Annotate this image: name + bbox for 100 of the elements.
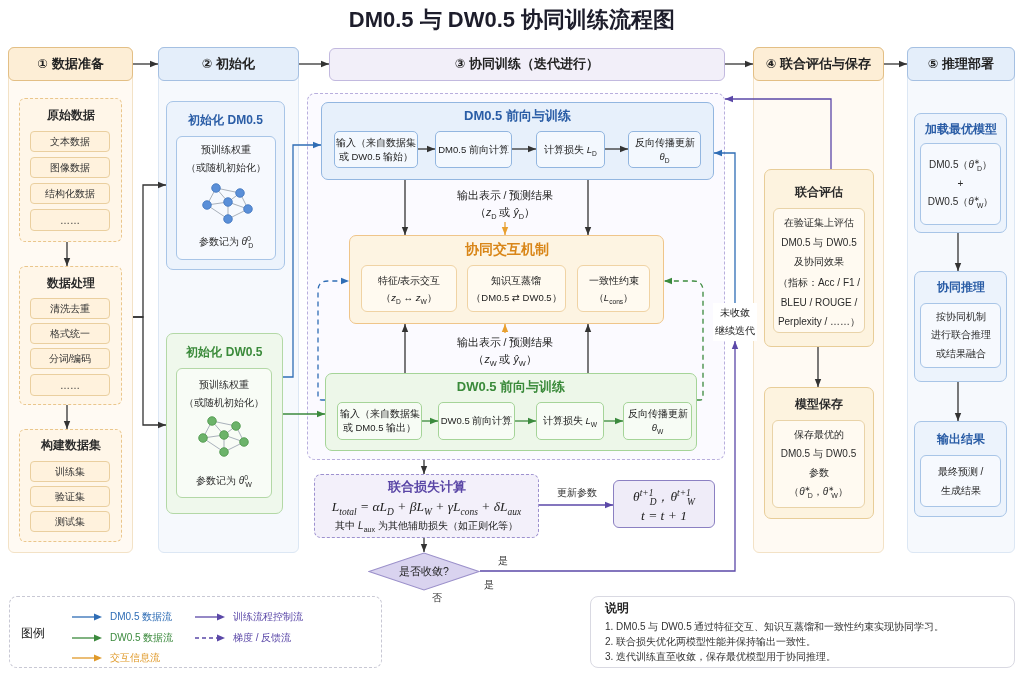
legend-label: 梯度 / 反馈流 — [233, 631, 292, 645]
arrow — [401, 323, 409, 374]
decision-diamond: 是否收敛? — [368, 552, 480, 591]
legend-label: 交互信息流 — [110, 651, 160, 665]
arrow — [511, 145, 537, 153]
group-title: 原始数据 — [46, 108, 95, 123]
arrow — [954, 381, 962, 422]
group-box — [19, 429, 122, 542]
edge-label: 是 — [496, 554, 510, 568]
process-box: 计算损失 L$_{W}$ — [536, 402, 604, 440]
phase-header: ③ 协同训练（迭代进行） — [329, 48, 725, 81]
inner-box — [176, 136, 276, 260]
legend-label: DM0.5 数据流 — [110, 610, 173, 624]
item-box: 结构化数据 — [30, 183, 110, 204]
diagram-title: DM0.5 与 DW0.5 协同训练流程图 — [348, 6, 676, 34]
item-box: 验证集 — [30, 486, 110, 507]
legend-title: 图例 — [21, 625, 45, 641]
arrow — [713, 149, 736, 304]
update-box — [613, 480, 715, 528]
arrow — [538, 501, 614, 509]
inner-box: 最终预测 / 生成结果 — [920, 455, 1001, 507]
arrow — [282, 410, 326, 418]
group-box — [19, 98, 122, 242]
arrow — [63, 404, 71, 430]
arrow — [132, 60, 159, 68]
item-box: 训练集 — [30, 461, 110, 482]
phase-column — [158, 47, 299, 553]
item-box: 清洗去重 — [30, 298, 110, 319]
dashed-arrow — [663, 277, 704, 401]
mechanism-box — [349, 235, 664, 324]
flow-label: 输出表示 / 预测结果（z$_{W}$ 或 ŷ$_{W}$） — [452, 333, 558, 369]
phase-column — [753, 47, 884, 553]
item-box: 图像数据 — [30, 157, 110, 178]
note-panel — [590, 596, 1015, 668]
inner-box — [920, 143, 1001, 225]
box-text: 预训练权重（或随机初始化） — [186, 143, 266, 175]
branch-label: 是 — [484, 578, 494, 592]
arrow — [724, 95, 832, 170]
card-box — [764, 169, 874, 347]
arrow — [604, 145, 629, 153]
arrow — [603, 417, 624, 425]
box-text: DM0.5（θ$^{∗}$$_{D}$） — [929, 156, 992, 174]
card-box — [914, 421, 1007, 517]
card-title: 模型保存 — [795, 396, 843, 412]
note-text: 1. DM0.5 与 DW0.5 通过特征交互、知识互蒸馏和一致性约束实现协同学习。 — [605, 620, 945, 634]
edge-label: 更新参数 — [555, 486, 599, 500]
process-box: 计算损失 L$_{D}$ — [536, 131, 605, 168]
arrow — [954, 232, 962, 272]
group-title: 数据处理 — [46, 276, 95, 291]
box-text: 在验证集上评估 DM0.5 与 DW0.5 及协同效果 — [780, 216, 858, 269]
process-box: 一致性约束（L$_{cons}$） — [577, 265, 650, 312]
item-box: 文本数据 — [30, 131, 110, 152]
legend-label: DW0.5 数据流 — [110, 631, 174, 645]
arrow — [401, 179, 409, 236]
card-title: 联合评估 — [795, 184, 843, 200]
card-box — [914, 271, 1007, 382]
arrow — [420, 537, 428, 553]
box-text: DW0.5（θ$^{∗}$$_{W}$） — [927, 193, 994, 211]
item-box: …… — [30, 209, 110, 231]
box-text: （θ$^{∗}$$_{D}$，θ$^{∗}$$_{W}$） — [789, 483, 848, 501]
phase-header: ① 数据准备 — [8, 47, 133, 81]
card-title: 初始化 DW0.5 — [186, 344, 263, 360]
box-text: （指标：Acc / F1 / BLEU / ROUGE / Perplexity / ……） — [776, 276, 862, 329]
process-box: DW0.5 前向计算 — [438, 402, 515, 440]
note-heading: 说明 — [605, 601, 629, 616]
stage-box — [325, 373, 697, 451]
flow-label: 输出表示 / 预测结果（z$_{D}$ 或 ŷ$_{D}$） — [452, 186, 558, 222]
stage-box — [321, 102, 714, 180]
arrow — [724, 60, 754, 68]
group-box — [19, 266, 122, 405]
box-text: + — [957, 177, 964, 191]
arrow — [63, 241, 71, 267]
card-box — [166, 333, 283, 514]
inner-box — [773, 208, 865, 333]
box-title: 联合损失计算 — [387, 479, 466, 495]
card-box — [764, 387, 874, 519]
process-box: 反向传播更新 θ$_{D}$ — [628, 131, 701, 168]
phase-header: ② 初始化 — [158, 47, 299, 81]
card-title: 加载最优模型 — [924, 121, 997, 137]
inner-box — [772, 420, 865, 508]
arrow — [298, 60, 330, 68]
arrow — [282, 141, 322, 378]
arrow — [514, 417, 537, 425]
branch-label: 否 — [432, 591, 442, 605]
card-box — [166, 101, 285, 270]
phase-column — [8, 47, 133, 553]
stage-title: DM0.5 前向与训练 — [464, 108, 571, 124]
phase-column — [907, 47, 1015, 553]
item-box: 格式统一 — [30, 323, 110, 344]
card-title: 协同推理 — [936, 279, 985, 295]
note-text: 3. 迭代训练直至收敛，保存最优模型用于协同推理。 — [605, 650, 837, 664]
arrow — [584, 323, 592, 374]
arrow — [417, 145, 436, 153]
process-box: 输入（来自数据集或 DM0.5 输出） — [337, 402, 422, 440]
process-box: 特征/表示交互（z$_{D}$ ↔ z$_{W}$） — [361, 265, 457, 312]
arrow — [814, 346, 822, 388]
box-text: 其中 L$_{aux}$ 为其他辅助损失（如正则化等） — [335, 519, 518, 534]
stage-title: DW0.5 前向与训练 — [456, 379, 566, 395]
arrow — [883, 60, 908, 68]
box-title: 协同交互机制 — [464, 242, 549, 258]
